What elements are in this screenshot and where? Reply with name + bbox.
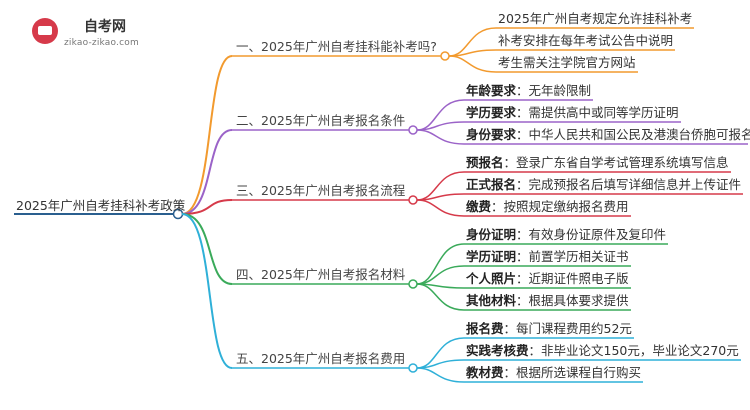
leaf-item-5-3[interactable]: 教材费：根据所选课程自行购买 xyxy=(466,365,641,381)
leaf-key: 实践考核费 xyxy=(466,343,529,358)
site-logo[interactable]: 自考网 zikao-zikao.com xyxy=(22,12,142,52)
leaf-text: ：根据具体要求提供 xyxy=(516,293,629,308)
leaf-connector-5-3 xyxy=(416,367,465,383)
leaf-key: 教材费 xyxy=(466,365,504,380)
leaf-item-1-1[interactable]: 2025年广州自考规定允许挂科补考 xyxy=(498,11,692,27)
leaf-key: 正式报名 xyxy=(466,177,517,192)
leaf-key: 学历证明 xyxy=(466,249,517,264)
branch-topic-5[interactable]: 五、2025年广州自考报名费用 xyxy=(236,351,406,366)
leaf-text: ：近期证件照电子版 xyxy=(516,271,629,286)
logo-url: zikao-zikao.com xyxy=(64,38,139,48)
leaf-text: ：按照规定缴纳报名费用 xyxy=(491,199,629,214)
leaf-connector-2-3 xyxy=(416,129,465,145)
branch-dot-1 xyxy=(440,51,450,61)
leaf-connector-4-4 xyxy=(416,283,465,311)
leaf-item-4-3[interactable]: 个人照片：近期证件照电子版 xyxy=(466,271,629,287)
leaf-text: ：登录广东省自学考试管理系统填写信息 xyxy=(503,155,729,170)
leaf-item-4-2[interactable]: 学历证明：前置学历相关证书 xyxy=(466,249,629,265)
branch-dot-2 xyxy=(408,125,418,135)
leaf-text: ：非毕业论文150元，毕业论文270元 xyxy=(528,343,739,358)
branch-connector-2 xyxy=(181,129,233,215)
leaf-item-5-2[interactable]: 实践考核费：非毕业论文150元，毕业论文270元 xyxy=(466,343,739,359)
leaf-connector-4-1 xyxy=(416,243,465,285)
leaf-text: ：完成预报名后填写详细信息并上传证件 xyxy=(516,177,742,192)
leaf-key: 学历要求 xyxy=(466,105,517,120)
leaf-connector-3-3 xyxy=(416,199,465,217)
leaf-item-2-3[interactable]: 身份要求：中华人民共和国公民及港澳台侨胞可报名 xyxy=(466,127,750,143)
leaf-text: 补考安排在每年考试公告中说明 xyxy=(498,33,674,48)
leaf-key: 个人照片 xyxy=(466,271,517,286)
leaf-item-5-1[interactable]: 报名费：每门课程费用约52元 xyxy=(466,321,632,337)
leaf-key: 其他材料 xyxy=(466,293,517,308)
branch-dot-3 xyxy=(408,195,418,205)
leaf-text: ：有效身份证原件及复印件 xyxy=(516,227,667,242)
branch-connector-1 xyxy=(181,55,233,215)
branch-connector-5 xyxy=(181,213,233,369)
root-topic[interactable]: 2025年广州自考挂科补考政策 xyxy=(16,198,186,213)
branch-topic-4[interactable]: 四、2025年广州自考报名材料 xyxy=(236,267,406,282)
leaf-item-1-3[interactable]: 考生需关注学院官方网站 xyxy=(498,55,636,71)
leaf-item-3-1[interactable]: 预报名：登录广东省自学考试管理系统填写信息 xyxy=(466,155,729,171)
leaf-key: 缴费 xyxy=(466,199,492,214)
leaf-key: 身份证明 xyxy=(466,227,517,242)
leaf-text: ：无年龄限制 xyxy=(516,83,592,98)
branch-dot-4 xyxy=(408,279,418,289)
leaf-key: 预报名 xyxy=(466,155,504,170)
leaf-item-2-2[interactable]: 学历要求：需提供高中或同等学历证明 xyxy=(466,105,679,121)
leaf-text: ：需提供高中或同等学历证明 xyxy=(516,105,679,120)
leaf-connector-1-3 xyxy=(448,55,497,73)
leaf-text: ：中华人民共和国公民及港澳台侨胞可报名 xyxy=(516,127,750,142)
branch-topic-1[interactable]: 一、2025年广州自考挂科能补考吗? xyxy=(236,39,437,54)
leaf-connector-1-2 xyxy=(448,49,497,57)
leaf-item-3-2[interactable]: 正式报名：完成预报名后填写详细信息并上传证件 xyxy=(466,177,741,193)
leaf-key: 身份要求 xyxy=(466,127,517,142)
leaf-text: 2025年广州自考规定允许挂科补考 xyxy=(498,11,693,26)
logo-name: 自考网 xyxy=(84,19,126,35)
branch-topic-2[interactable]: 二、2025年广州自考报名条件 xyxy=(236,113,406,128)
branch-dot-5 xyxy=(408,363,418,373)
leaf-item-3-3[interactable]: 缴费：按照规定缴纳报名费用 xyxy=(466,199,629,215)
leaf-connector-2-2 xyxy=(416,121,465,131)
leaf-text: ：前置学历相关证书 xyxy=(516,249,629,264)
branch-topic-3[interactable]: 三、2025年广州自考报名流程 xyxy=(236,183,406,198)
leaf-text: ：根据所选课程自行购买 xyxy=(503,365,642,380)
leaf-item-4-1[interactable]: 身份证明：有效身份证原件及复印件 xyxy=(466,227,666,243)
leaf-item-4-4[interactable]: 其他材料：根据具体要求提供 xyxy=(466,293,629,309)
branch-connector-4 xyxy=(181,213,233,285)
branch-connector-3 xyxy=(181,199,233,215)
leaf-key: 报名费 xyxy=(466,321,504,336)
leaf-text: 考生需关注学院官方网站 xyxy=(498,55,636,70)
leaf-text: ：每门课程费用约52元 xyxy=(503,321,632,336)
leaf-connector-5-2 xyxy=(416,359,465,369)
graduation-cap-icon xyxy=(32,18,58,44)
leaf-connector-3-2 xyxy=(416,193,465,201)
leaf-item-1-2[interactable]: 补考安排在每年考试公告中说明 xyxy=(498,33,673,49)
leaf-key: 年龄要求 xyxy=(466,83,517,98)
leaf-item-2-1[interactable]: 年龄要求：无年龄限制 xyxy=(466,83,591,99)
